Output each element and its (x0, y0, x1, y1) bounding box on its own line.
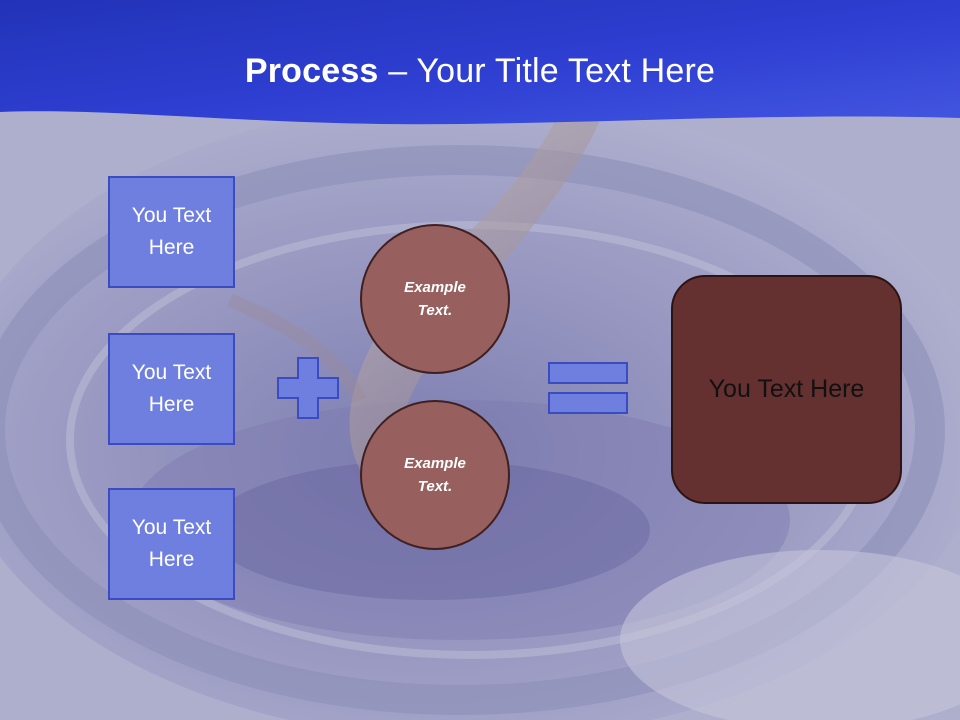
input-box-3[interactable]: You Text Here (108, 488, 235, 600)
example-circle-label: Example Text. (404, 279, 466, 319)
example-circle-2[interactable]: Example Text. (360, 400, 510, 550)
input-box-label: You Text Here (131, 361, 212, 416)
input-box-label: You Text Here (131, 204, 212, 259)
example-circle-1[interactable]: Example Text. (360, 224, 510, 374)
example-circle-label: Example Text. (404, 455, 466, 495)
title-rest: – Your Title Text Here (378, 52, 716, 90)
title-bold: Process (244, 52, 379, 90)
plus-icon (277, 357, 339, 419)
input-box-2[interactable]: You Text Here (108, 333, 235, 445)
equals-icon (548, 362, 628, 414)
input-box-label: You Text Here (131, 516, 212, 571)
slide-title: Process – Your Title Text Here (0, 52, 960, 91)
result-box-label: You Text Here (708, 375, 865, 403)
input-box-1[interactable]: You Text Here (108, 176, 235, 288)
result-box[interactable]: You Text Here (671, 275, 902, 504)
